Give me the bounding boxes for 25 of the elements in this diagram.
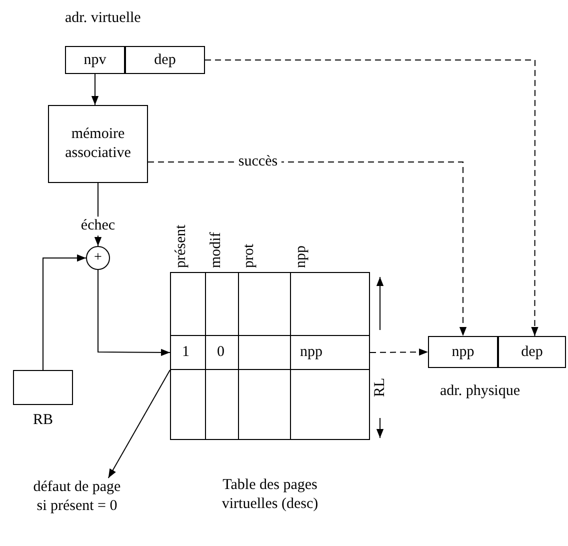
page-fault-note: défaut de page si présent = 0 [32,478,122,516]
column-header: présent [172,224,190,268]
address-field-box: dep [498,336,566,368]
arrow [91,74,99,106]
table-cell-text: npp [300,343,322,362]
address-field-box: npp [428,336,498,368]
register-label: RB [32,411,53,430]
column-header: npp [292,246,310,268]
dashed-arrow [370,348,428,356]
address-caption: adr. virtuelle [65,9,141,28]
address-field-box: npv [65,46,125,74]
arrow [98,270,170,356]
arrow [42,254,86,370]
associative-memory-box: mémoire associative [48,105,148,183]
dashed-arrow [148,161,467,336]
column-header: modif [207,232,225,268]
arrow [108,370,170,478]
table-cell-text: 1 [182,343,190,362]
address-field-box: dep [125,46,205,74]
table-caption: Table des pages virtuelles (desc) [220,476,320,514]
dashed-arrow [204,60,538,336]
address-caption: adr. physique [440,382,520,401]
table-row [170,335,370,370]
table-cell-text: 0 [217,343,224,362]
column-header: prot [240,244,258,268]
